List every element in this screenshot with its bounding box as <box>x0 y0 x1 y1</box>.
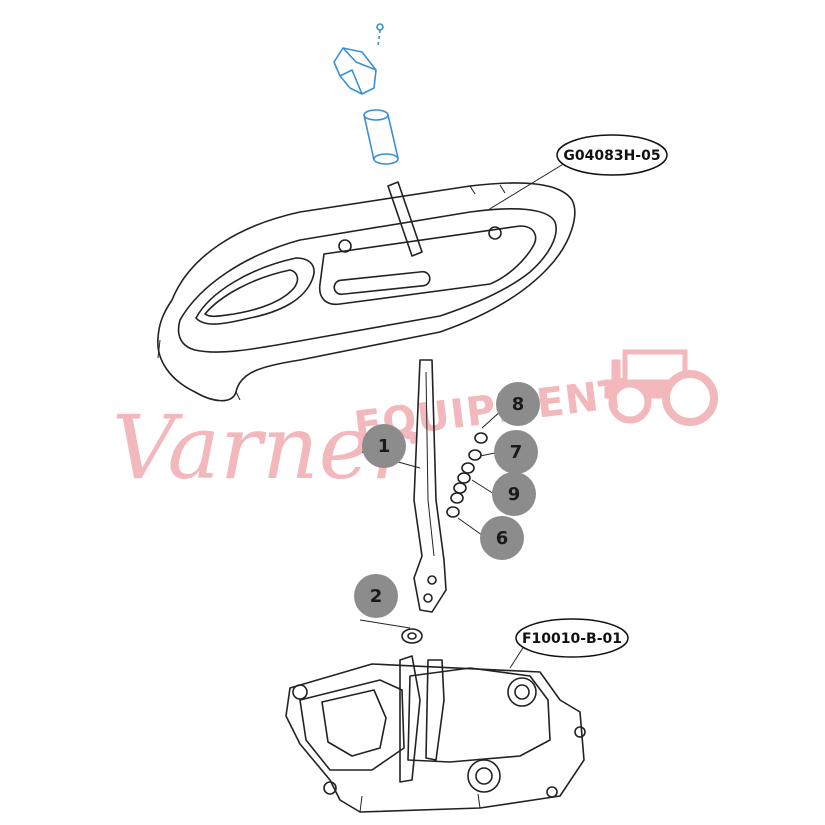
callout-6: 6 <box>480 516 524 560</box>
svg-text:2: 2 <box>370 586 383 607</box>
control-lever <box>413 359 447 613</box>
lower-washer <box>401 628 423 644</box>
reference-label-lower: F10010-B-01 <box>515 618 629 658</box>
svg-text:6: 6 <box>496 528 509 549</box>
callout-1: 1 <box>362 424 406 468</box>
svg-text:1: 1 <box>378 436 391 457</box>
lever-sleeve <box>363 109 399 165</box>
lever-upper-shaft <box>387 181 423 257</box>
fender-console <box>157 182 576 402</box>
lever-knob <box>333 23 384 95</box>
svg-text:G04083H-05: G04083H-05 <box>563 148 660 164</box>
callout-7: 7 <box>494 430 538 474</box>
watermark: Varner EQUIPMENT <box>112 349 718 499</box>
callout-2: 2 <box>354 574 398 618</box>
svg-text:7: 7 <box>510 442 523 463</box>
svg-text:9: 9 <box>508 484 521 505</box>
tractor-icon <box>604 349 718 426</box>
svg-text:F10010-B-01: F10010-B-01 <box>522 631 622 647</box>
reference-label-upper: G04083H-05 <box>556 134 668 176</box>
callout-9: 9 <box>492 472 536 516</box>
valve-body <box>285 655 586 813</box>
spring-washer-stack <box>446 432 488 518</box>
svg-text:8: 8 <box>512 394 525 415</box>
callout-8: 8 <box>496 382 540 426</box>
